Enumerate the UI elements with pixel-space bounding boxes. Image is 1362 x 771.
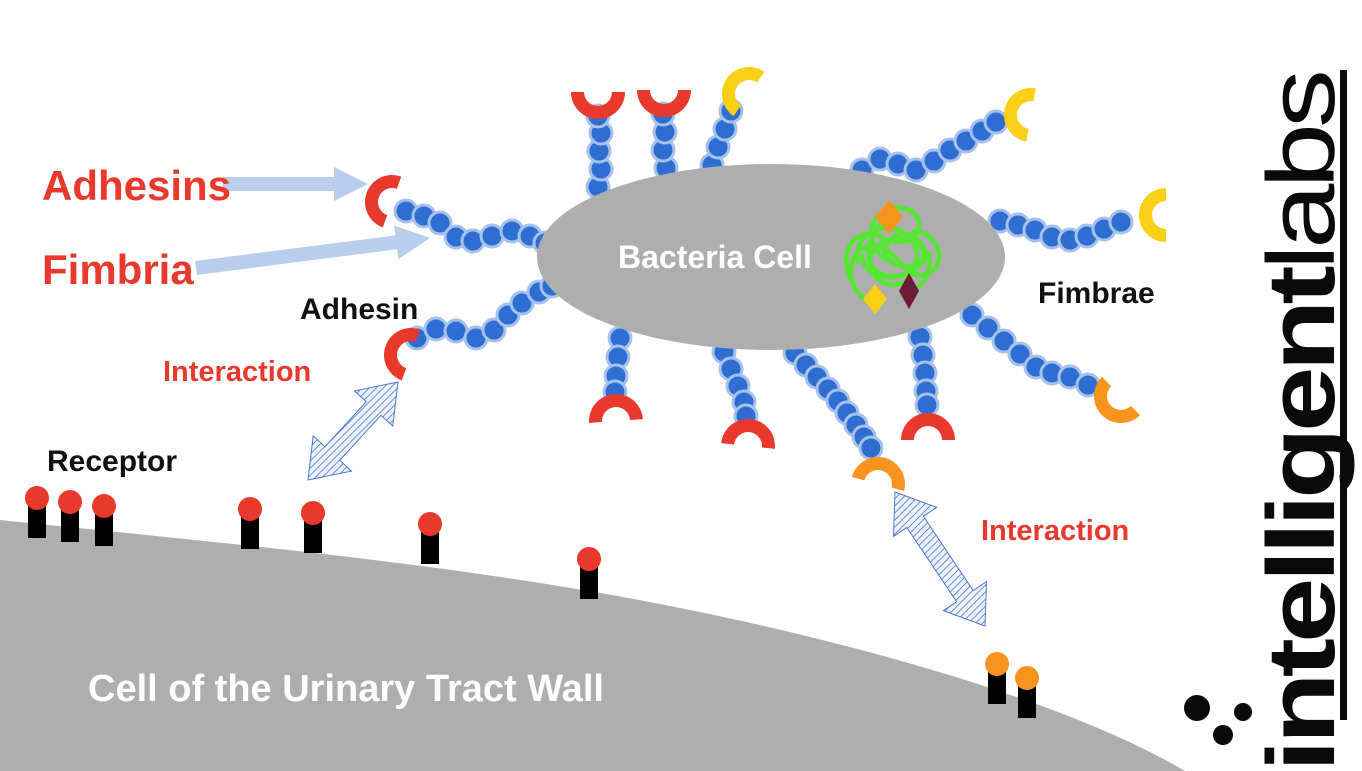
fimbria-chain bbox=[901, 324, 955, 440]
receptors-layer bbox=[25, 486, 1039, 718]
arrows-layer bbox=[195, 167, 988, 627]
plasmid-strand bbox=[848, 229, 942, 303]
plasmid-diamond-maroon bbox=[899, 273, 919, 309]
fimbria-dot bbox=[479, 223, 505, 249]
adhesin-tip-orange bbox=[1094, 376, 1141, 423]
receptor-red bbox=[301, 501, 325, 553]
plasmid-diamond-yellow bbox=[863, 284, 887, 314]
receptor-head bbox=[25, 486, 49, 510]
receptor-head bbox=[1015, 666, 1039, 690]
label-fimbrae: Fimbrae bbox=[1038, 277, 1155, 310]
fimbria-dot bbox=[1108, 209, 1134, 235]
fimbria-chain bbox=[589, 325, 643, 423]
receptor-stalk bbox=[580, 563, 598, 599]
receptor-orange bbox=[985, 652, 1009, 704]
receptor-stalk bbox=[241, 513, 259, 549]
receptor-head bbox=[58, 490, 82, 514]
label-bacteria-cell: Bacteria Cell bbox=[618, 239, 812, 275]
receptor-stalk bbox=[988, 668, 1006, 704]
adhesin-tip-red bbox=[637, 90, 691, 117]
receptor-stalk bbox=[421, 528, 439, 564]
fimbria-dot bbox=[858, 435, 884, 461]
fimbria-chain bbox=[782, 340, 905, 491]
fimbria-dot bbox=[481, 317, 507, 343]
plasmid-strand bbox=[854, 225, 920, 280]
adhesin-tip-yellow bbox=[1004, 88, 1036, 142]
fimbria-chain bbox=[849, 88, 1036, 183]
label-adhesins: Adhesins bbox=[42, 162, 231, 209]
receptor-red bbox=[25, 486, 49, 538]
receptor-head bbox=[92, 494, 116, 518]
adhesin-tip-red bbox=[571, 92, 625, 119]
logo-dot bbox=[1184, 695, 1210, 721]
intelligent-labs-logo: intelligentlabs bbox=[1184, 70, 1355, 771]
receptor-stalk bbox=[95, 510, 113, 546]
fimbria-dot bbox=[991, 328, 1017, 354]
receptor-red bbox=[58, 490, 82, 542]
receptor-head bbox=[577, 547, 601, 571]
adhesin-tip-red bbox=[901, 413, 955, 440]
receptor-head bbox=[301, 501, 325, 525]
fimbria-dot bbox=[427, 210, 453, 236]
logo-dot bbox=[1234, 703, 1252, 721]
receptor-red bbox=[92, 494, 116, 546]
interaction-arrow bbox=[892, 491, 988, 627]
receptor-red bbox=[418, 512, 442, 564]
receptor-stalk bbox=[61, 506, 79, 542]
fimbria-chain bbox=[711, 339, 775, 449]
adhesin-tip-red bbox=[384, 328, 421, 381]
adhesin-tip-red bbox=[365, 175, 402, 228]
plasmid-tangle bbox=[844, 200, 942, 314]
receptor-stalk bbox=[28, 502, 46, 538]
logo-dot bbox=[1213, 725, 1233, 745]
logo-text-bold: intelligent bbox=[1248, 267, 1355, 771]
plasmid-strand bbox=[867, 236, 932, 299]
fimbria-dot bbox=[975, 315, 1001, 341]
adhesin-tip-red bbox=[721, 419, 775, 449]
fimbria-dot bbox=[983, 109, 1009, 135]
label-receptor: Receptor bbox=[47, 445, 177, 478]
receptor-red bbox=[238, 497, 262, 549]
fimbria-chain bbox=[571, 92, 625, 200]
adhesin-tip-orange bbox=[851, 457, 905, 491]
fimbria-dot bbox=[914, 392, 940, 418]
label-fimbria: Fimbria bbox=[42, 246, 194, 293]
receptor-head bbox=[418, 512, 442, 536]
label-wall-caption: Cell of the Urinary Tract Wall bbox=[88, 668, 604, 710]
plasmid-diamond-orange bbox=[875, 200, 903, 234]
logo-wordmark: intelligentlabs bbox=[1248, 73, 1355, 771]
interaction-arrow bbox=[307, 381, 399, 481]
label-interaction-right: Interaction bbox=[981, 515, 1129, 547]
label-interaction-left: Interaction bbox=[163, 356, 311, 388]
fimbria-dot bbox=[509, 290, 535, 316]
receptor-red bbox=[577, 547, 601, 599]
adhesin-tip-yellow bbox=[722, 67, 765, 117]
logo-text-light: labs bbox=[1248, 73, 1355, 270]
receptor-stalk bbox=[304, 517, 322, 553]
logo-dots bbox=[1184, 695, 1252, 745]
fimbria-chain bbox=[384, 273, 565, 381]
urinary-tract-wall bbox=[0, 520, 1185, 771]
fimbria-chain bbox=[959, 302, 1141, 423]
label-adhesin: Adhesin bbox=[300, 293, 418, 326]
fimbria-chain bbox=[987, 188, 1166, 253]
fimbria-dot bbox=[1007, 341, 1033, 367]
receptor-head bbox=[985, 652, 1009, 676]
logo-underline bbox=[1340, 70, 1347, 720]
adhesin-tip-yellow bbox=[1139, 188, 1166, 242]
receptor-orange bbox=[1015, 666, 1039, 718]
pointer-arrow bbox=[195, 225, 430, 275]
receptor-head bbox=[238, 497, 262, 521]
adhesin-tip-red bbox=[589, 394, 643, 423]
receptor-stalk bbox=[1018, 682, 1036, 718]
pointer-arrow bbox=[223, 167, 368, 201]
